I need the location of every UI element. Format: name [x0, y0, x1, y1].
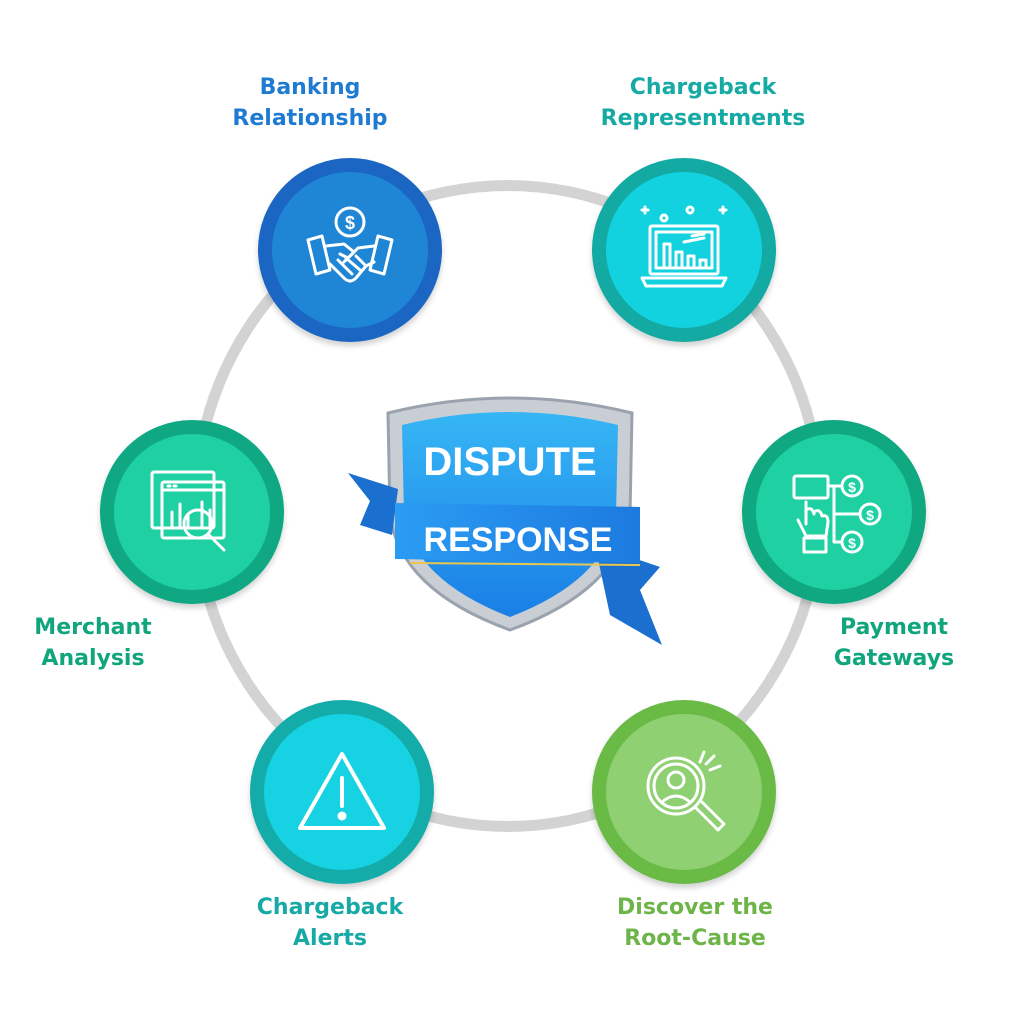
node-payment-gateways: $ $ $ [742, 420, 926, 604]
node-chargeback-representments [592, 158, 776, 342]
analysis-magnifier-icon [150, 470, 226, 552]
svg-text:$: $ [345, 213, 355, 233]
center-line1: DISPUTE [423, 440, 596, 484]
svg-text:$: $ [848, 479, 856, 495]
node-banking-relationship: $ [258, 158, 442, 342]
warning-triangle-icon [298, 752, 386, 830]
dispute-response-badge: DISPUTE RESPONSE [340, 385, 680, 655]
label-merchant-analysis: Merchant Analysis [34, 615, 152, 671]
node-merchant-analysis [100, 420, 284, 604]
handshake-dollar-icon: $ [306, 206, 394, 283]
label-discover-root-cause: Discover the Root-Cause [617, 895, 773, 951]
label-chargeback-alerts: Chargeback Alerts [256, 895, 404, 951]
svg-text:$: $ [848, 535, 856, 551]
shield-icon: DISPUTE RESPONSE [348, 396, 662, 645]
laptop-chart-icon [640, 205, 728, 288]
node-chargeback-alerts [250, 700, 434, 884]
node-discover-root-cause [592, 700, 776, 884]
center-line2: RESPONSE [424, 521, 613, 559]
magnifier-person-icon [646, 750, 726, 832]
payment-gateway-icon: $ $ $ [792, 474, 882, 554]
label-banking-relationship: Banking Relationship [232, 75, 388, 131]
label-payment-gateways: Payment Gateways [833, 615, 955, 671]
label-chargeback-representments: Chargeback Representments [600, 75, 806, 131]
svg-text:$: $ [866, 507, 874, 523]
